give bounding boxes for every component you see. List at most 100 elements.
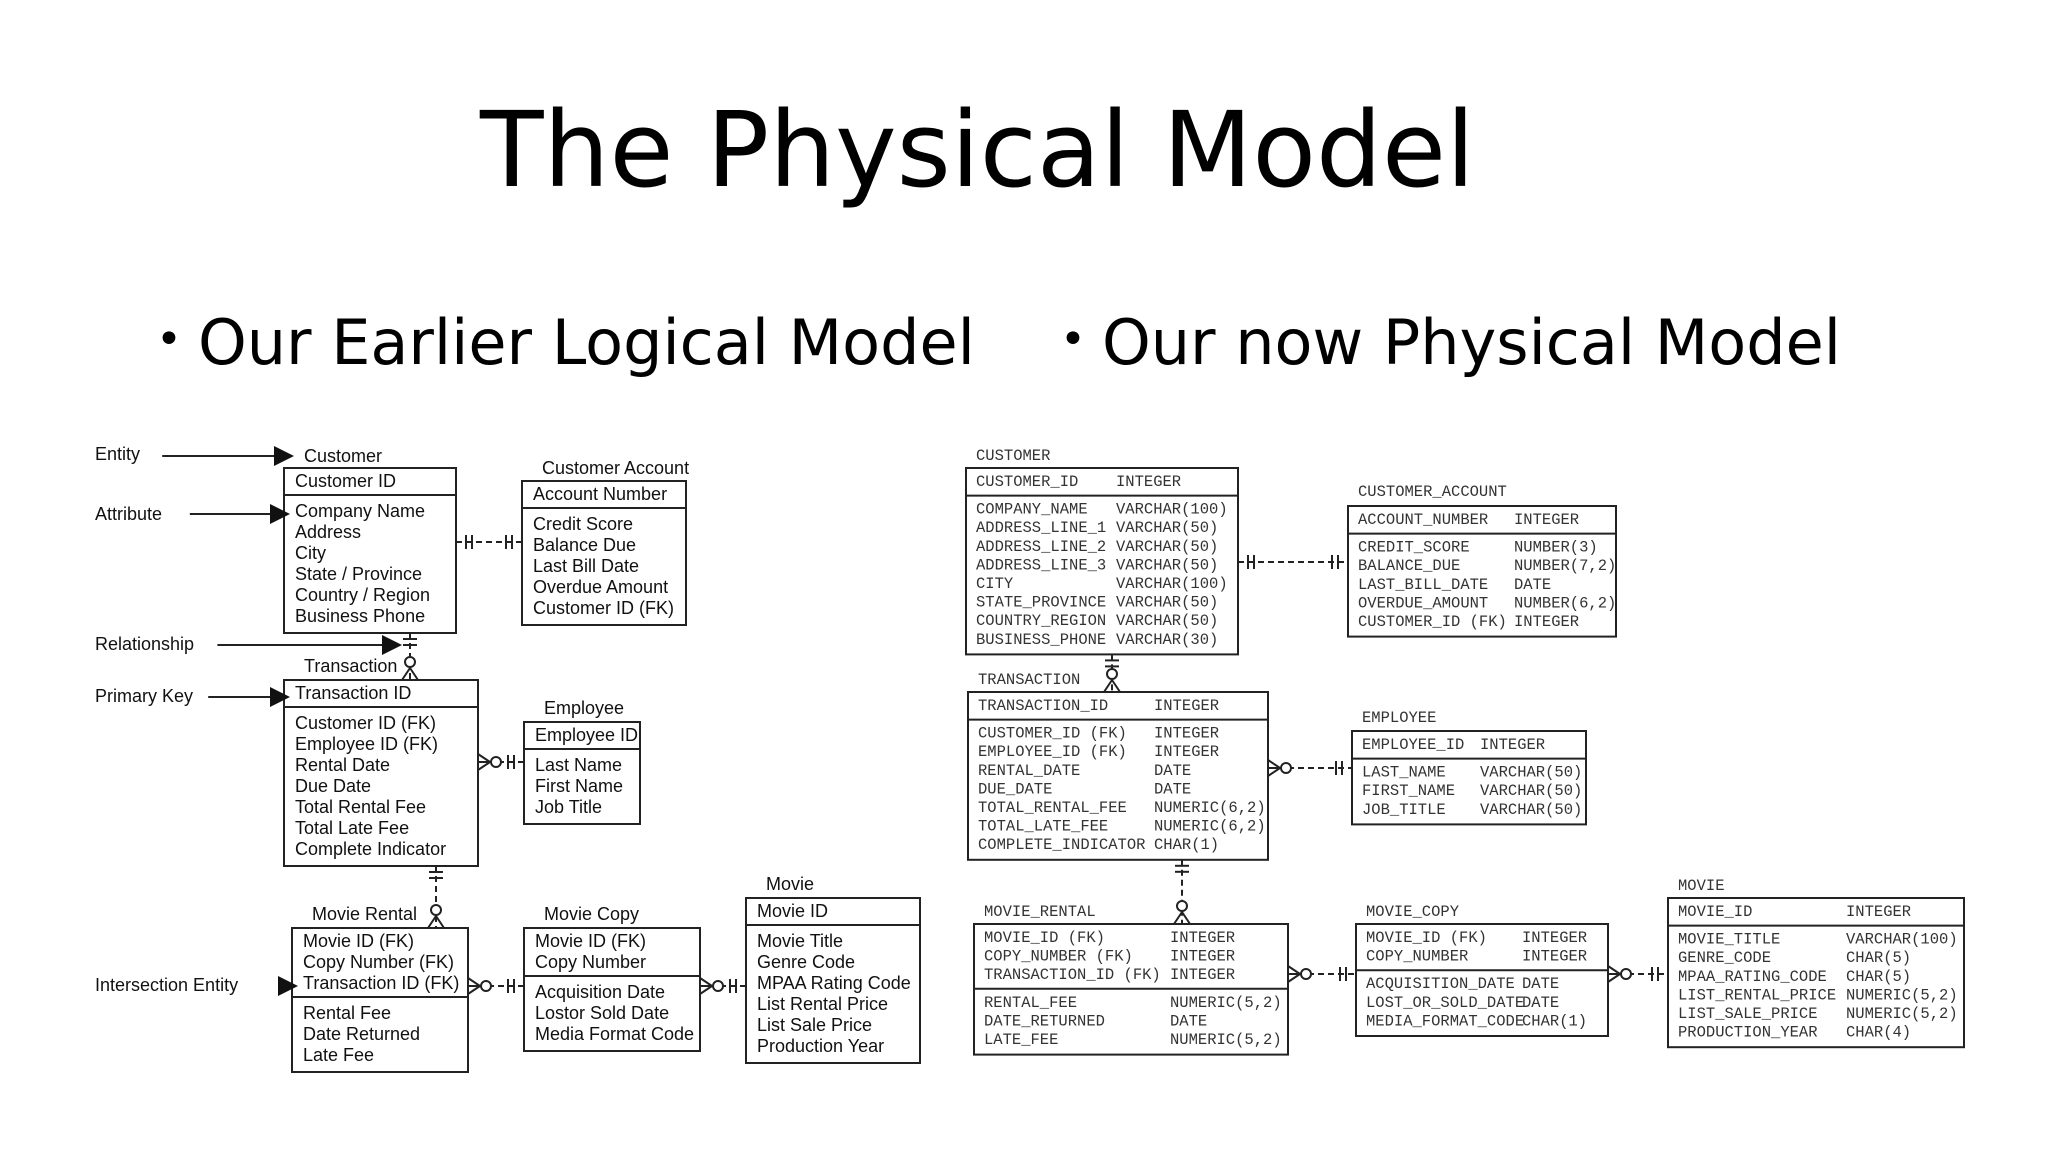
attribute: List Sale Price [757, 1015, 872, 1035]
attribute: Late Fee [303, 1045, 374, 1065]
column-name: MEDIA_FORMAT_CODE [1366, 1012, 1524, 1030]
column-name: GENRE_CODE [1678, 949, 1771, 967]
column-name: PRODUCTION_YEAR [1678, 1024, 1818, 1042]
attribute: Company Name [295, 501, 425, 521]
attribute: Media Format Code [535, 1024, 694, 1044]
relationship-line [427, 866, 445, 929]
entity-box [745, 897, 921, 1064]
column-type: INTEGER [1154, 743, 1219, 761]
column-type: NUMBER(3) [1514, 539, 1598, 557]
column-name: ADDRESS_LINE_2 [976, 538, 1106, 556]
primary-key: Copy Number [535, 952, 646, 972]
attribute: Rental Fee [303, 1003, 391, 1023]
column-name: LIST_SALE_PRICE [1678, 1005, 1818, 1023]
column-type: VARCHAR(50) [1116, 556, 1218, 574]
attribute: Credit Score [533, 514, 633, 534]
entity-name: Movie Rental [312, 904, 417, 924]
column-type: NUMBER(6,2) [1514, 594, 1616, 612]
key-column-name: MOVIE_ID [1678, 903, 1752, 921]
column-name: DUE_DATE [978, 780, 1052, 798]
legend-attribute: Attribute [95, 504, 290, 524]
entity-name: Customer Account [542, 458, 689, 478]
entity-name: Movie [766, 874, 814, 894]
primary-key: Copy Number (FK) [303, 952, 454, 972]
relationship-line [1103, 654, 1121, 693]
column-type: CHAR(1) [1522, 1012, 1587, 1030]
attribute: Last Bill Date [533, 556, 639, 576]
entity-box [291, 927, 469, 1073]
attribute: Total Rental Fee [295, 797, 426, 817]
legend-label: Entity [95, 444, 140, 464]
attribute: Complete Indicator [295, 839, 446, 859]
column-type: NUMERIC(5,2) [1170, 1031, 1282, 1049]
attribute: Business Phone [295, 606, 425, 626]
bullet-physical-label: Our now Physical Model [1101, 306, 1841, 379]
column-name: ADDRESS_LINE_1 [976, 519, 1106, 537]
attribute: List Rental Price [757, 994, 888, 1014]
key-column-type: INTEGER [1170, 929, 1235, 947]
legend-label: Intersection Entity [95, 975, 238, 995]
attribute: Total Late Fee [295, 818, 409, 838]
relationship-line [1607, 965, 1668, 983]
column-name: BUSINESS_PHONE [976, 631, 1106, 649]
table-box [1347, 505, 1617, 638]
key-column-type: INTEGER [1522, 948, 1587, 966]
column-type: CHAR(4) [1846, 1024, 1911, 1042]
entity-box [283, 467, 457, 634]
legend-primary-key: Primary Key [95, 686, 290, 707]
attribute: Due Date [295, 776, 371, 796]
legend-label: Relationship [95, 634, 194, 654]
entity-box [523, 721, 641, 825]
column-name: TOTAL_RENTAL_FEE [978, 799, 1127, 817]
column-name: LAST_NAME [1362, 764, 1446, 782]
column-type: NUMERIC(5,2) [1846, 1005, 1958, 1023]
column-name: EMPLOYEE_ID (FK) [978, 743, 1127, 761]
column-name: BALANCE_DUE [1358, 557, 1460, 575]
relationship-line [1173, 859, 1191, 925]
column-name: FIRST_NAME [1362, 782, 1455, 800]
column-type: CHAR(1) [1154, 836, 1219, 854]
column-name: TOTAL_LATE_FEE [978, 818, 1108, 836]
attribute: Date Returned [303, 1024, 420, 1044]
attribute: Last Name [535, 755, 622, 775]
key-column-name: MOVIE_ID (FK) [1366, 929, 1487, 947]
legend-entity: Entity [95, 444, 294, 466]
entity-name: Transaction [304, 656, 397, 676]
key-column-name: CUSTOMER_ID [976, 473, 1078, 491]
key-column-type: INTEGER [1846, 903, 1911, 921]
column-type: VARCHAR(50) [1116, 594, 1218, 612]
bullet-logical-model: •Our Earlier Logical Model [156, 306, 975, 380]
column-name: MPAA_RATING_CODE [1678, 968, 1827, 986]
slide-title: The Physical Model [480, 89, 1475, 211]
legend-relationship: Relationship [95, 634, 402, 655]
column-name: LOST_OR_SOLD_DATE [1366, 994, 1524, 1012]
column-type: DATE [1170, 1012, 1207, 1030]
column-type: NUMERIC(5,2) [1846, 986, 1958, 1004]
column-type: DATE [1522, 994, 1559, 1012]
column-name: LIST_RENTAL_PRICE [1678, 986, 1836, 1004]
attribute: Production Year [757, 1036, 884, 1056]
attribute: Employee ID (FK) [295, 734, 438, 754]
column-name: RENTAL_DATE [978, 762, 1080, 780]
attribute: Customer ID (FK) [533, 598, 674, 618]
entity-name: Customer [304, 446, 382, 466]
attribute: Address [295, 522, 361, 542]
column-type: NUMERIC(5,2) [1170, 994, 1282, 1012]
attribute: Lostor Sold Date [535, 1003, 669, 1023]
key-column-type: INTEGER [1154, 697, 1219, 715]
column-name: MOVIE_TITLE [1678, 931, 1780, 949]
column-type: NUMBER(7,2) [1514, 557, 1616, 575]
column-name: CUSTOMER_ID (FK) [1358, 613, 1507, 631]
primary-key: Movie ID [757, 901, 828, 921]
